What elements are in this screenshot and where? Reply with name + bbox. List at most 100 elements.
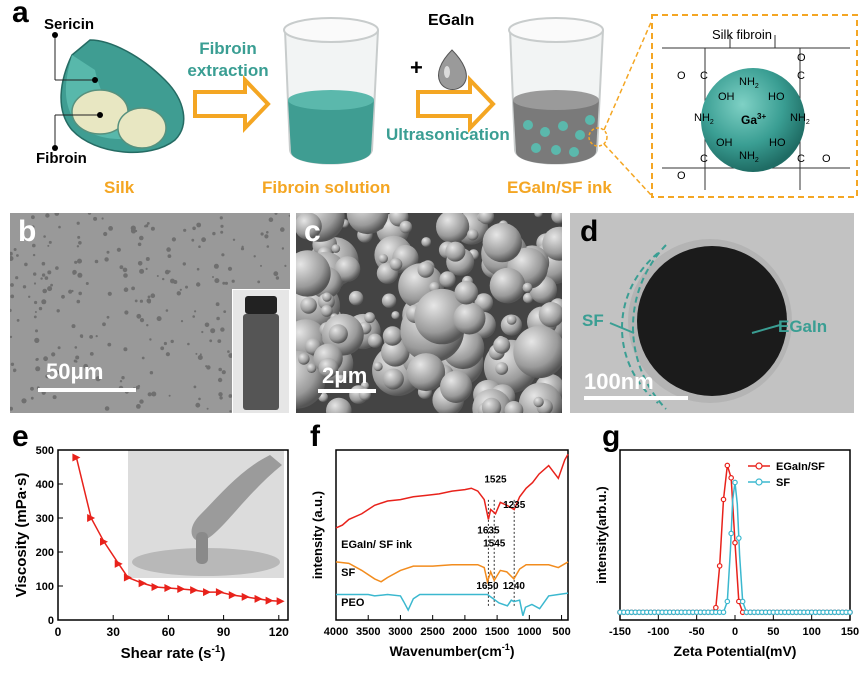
micro-droplet — [170, 278, 175, 284]
micro-droplet — [266, 231, 269, 234]
chem-ho-right-bottom: HO — [769, 137, 786, 149]
zeta-point — [732, 479, 738, 486]
micro-droplet — [76, 221, 80, 225]
micro-droplet — [221, 253, 225, 257]
micro-droplet — [185, 285, 188, 289]
micro-droplet — [85, 282, 89, 285]
x-tick-label: 0 — [732, 626, 738, 638]
micro-droplet — [34, 300, 38, 305]
micro-droplet — [284, 264, 287, 267]
x-axis-label: Shear rate (s-1) — [121, 644, 226, 662]
sem-particle — [326, 397, 352, 413]
micro-droplet — [10, 256, 14, 261]
panel-letter-d: d — [580, 215, 599, 248]
micro-droplet — [150, 226, 155, 231]
micro-droplet — [160, 346, 165, 351]
micro-droplet — [71, 324, 76, 329]
micro-droplet — [228, 394, 233, 398]
micro-droplet — [136, 313, 142, 319]
label-fibroin: Fibroin — [36, 150, 87, 167]
legend-marker — [755, 478, 763, 486]
micro-droplet — [102, 322, 106, 327]
zeta-point — [724, 462, 731, 469]
arrow-ultrasonication — [416, 75, 496, 133]
sem-particle — [298, 353, 310, 365]
micro-droplet — [146, 222, 150, 225]
micro-droplet — [201, 237, 207, 243]
micro-droplet — [50, 283, 53, 287]
micro-droplet — [56, 309, 60, 313]
micro-droplet — [131, 286, 135, 291]
micro-droplet — [47, 270, 52, 275]
micro-droplet — [89, 335, 93, 339]
micro-droplet — [43, 356, 48, 362]
chem-o-left-top: O — [677, 70, 686, 82]
sem-particle — [381, 293, 397, 308]
sem-particle — [436, 213, 470, 244]
sem-particle — [348, 290, 364, 306]
micro-droplet — [196, 282, 201, 287]
ga-particle-sphere — [701, 68, 805, 172]
zeta-point — [720, 496, 727, 503]
x-tick-label: 3500 — [356, 626, 380, 638]
inset-title-silk-fibroin: Silk fibroin — [712, 27, 772, 42]
micro-droplet — [195, 352, 198, 355]
micro-droplet — [210, 328, 216, 334]
micro-droplet — [221, 370, 226, 375]
micro-droplet — [28, 295, 31, 298]
x-tick-label: 2500 — [420, 626, 444, 638]
micro-droplet — [209, 339, 213, 343]
ftir-line-peo — [336, 592, 569, 616]
sem-particle — [542, 226, 562, 261]
micro-droplet — [192, 226, 196, 231]
micro-droplet — [145, 257, 150, 261]
x-axis-label-sup: -1 — [502, 642, 510, 652]
micro-droplet — [162, 277, 165, 281]
panel-b: b 50μm — [10, 213, 290, 413]
micro-droplet — [137, 261, 143, 266]
sem-particle — [331, 244, 341, 253]
x-tick-label: 150 — [841, 626, 859, 638]
viscosity-point — [123, 573, 132, 582]
micro-droplet — [57, 346, 61, 350]
label-d-egain: EGaIn — [778, 317, 828, 336]
viscosity-point — [241, 592, 250, 601]
micro-droplet — [191, 238, 195, 242]
micro-droplet — [10, 283, 14, 287]
viscosity-point — [190, 586, 199, 595]
micro-droplet — [231, 279, 235, 283]
micro-droplet — [204, 322, 210, 328]
ftir-line-sf — [335, 561, 569, 585]
micro-droplet — [104, 257, 109, 262]
micro-droplet — [166, 247, 171, 252]
micro-droplet — [218, 367, 222, 372]
zeta-point — [728, 530, 734, 537]
panel-c: c 2μm — [296, 213, 562, 413]
micro-droplet — [212, 276, 214, 278]
micro-droplet — [42, 288, 47, 294]
y-tick-label: 300 — [36, 513, 54, 525]
panel-a-schematic — [52, 14, 858, 198]
tem-image — [570, 213, 854, 413]
micro-droplet — [253, 255, 256, 258]
panel-d: d SF EGaIn 100nm — [570, 213, 854, 413]
micro-droplet — [30, 396, 34, 400]
micro-droplet — [227, 266, 233, 271]
x-tick-label: 60 — [162, 625, 176, 639]
micro-droplet — [219, 396, 223, 400]
series-label: EGaIn/ SF ink — [341, 539, 413, 551]
viscosity-point — [177, 585, 186, 594]
panel-letter-b: b — [18, 215, 37, 248]
label-egain-sf-ink: EGaIn/SF ink — [507, 178, 612, 197]
x-tick-label: 1500 — [485, 626, 509, 638]
x-tick-label: 4000 — [324, 626, 348, 638]
micro-droplet — [165, 309, 169, 312]
micro-droplet — [194, 310, 197, 313]
micro-droplet — [199, 353, 202, 356]
micro-droplet — [47, 244, 50, 247]
panel-a: a — [0, 0, 865, 210]
